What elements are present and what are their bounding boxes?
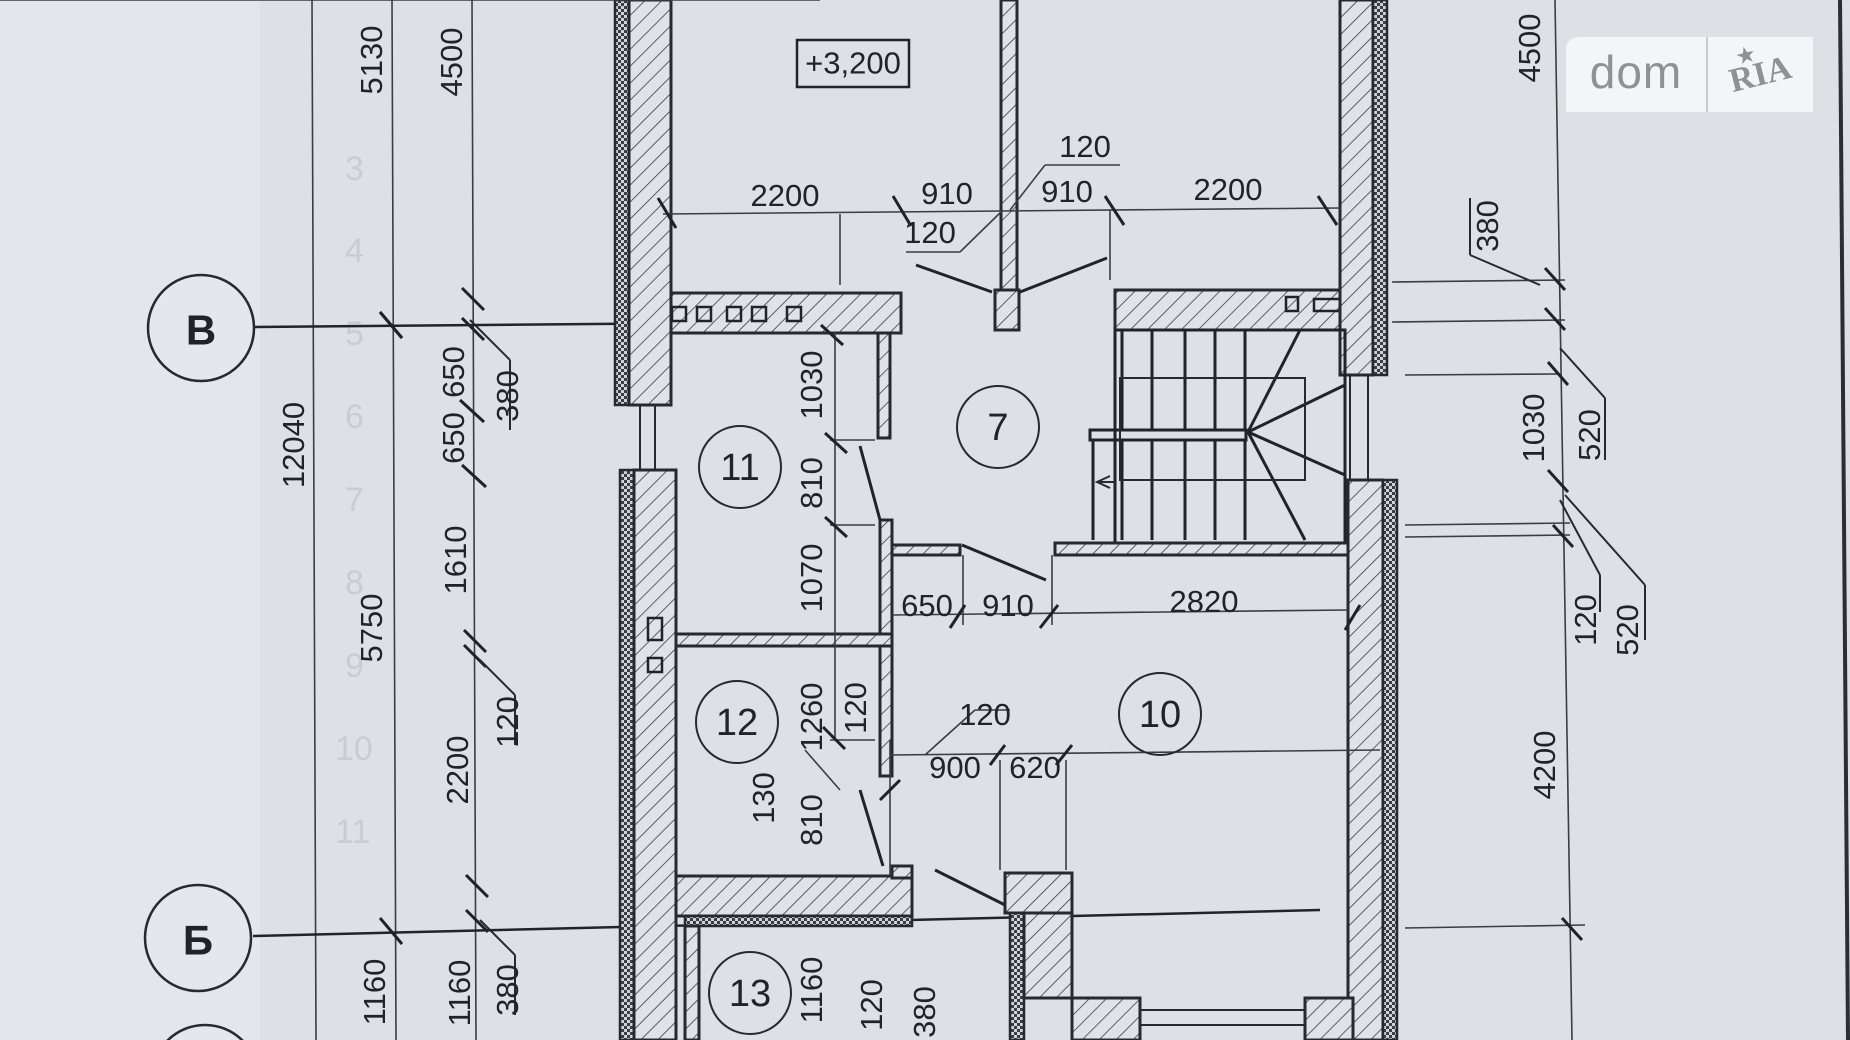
svg-text:В: В [186,307,216,354]
left-exterior-wall [613,0,678,1040]
svg-text:120: 120 [854,979,889,1031]
wall-axis-v-right [1113,288,1347,332]
svg-text:4500: 4500 [1512,14,1547,83]
svg-text:1030: 1030 [794,351,829,420]
watermark-dom-text: dom [1566,37,1708,112]
svg-text:4: 4 [345,232,364,270]
svg-text:+3,200: +3,200 [805,46,901,81]
svg-text:1160: 1160 [794,957,829,1024]
svg-text:7: 7 [987,407,1008,449]
svg-text:7: 7 [345,481,364,519]
svg-text:120: 120 [838,682,873,734]
svg-text:650: 650 [436,412,471,464]
svg-text:10: 10 [335,730,373,768]
svg-text:910: 910 [921,176,973,211]
svg-text:810: 810 [794,457,829,509]
svg-text:11: 11 [335,813,370,851]
svg-text:120: 120 [959,697,1011,732]
dimension-ticks [656,195,1362,802]
room-7: 7 [956,385,1040,469]
wall-below-stair [1053,541,1350,557]
svg-text:120: 120 [490,696,525,748]
svg-text:4200: 4200 [1527,731,1562,800]
svg-text:810: 810 [794,794,829,846]
svg-text:5130: 5130 [354,26,389,95]
dom-ria-watermark: dom ★ RIA [1566,37,1813,112]
level-mark: +3,200 [795,38,911,89]
svg-text:10: 10 [1139,694,1181,736]
svg-text:1260: 1260 [794,683,829,752]
svg-text:13: 13 [729,973,771,1015]
svg-text:520: 520 [1610,604,1645,656]
corridor-dimension-texts: 1030 810 1070 1260 120 130 810 1160 120 … [746,351,942,1038]
svg-text:11: 11 [720,447,759,489]
svg-text:12: 12 [716,702,758,744]
svg-text:4500: 4500 [434,28,469,97]
watermark-ria-logo: ★ RIA [1705,43,1816,105]
svg-text:380: 380 [1470,200,1505,252]
svg-text:2200: 2200 [440,736,475,805]
svg-text:8: 8 [345,564,364,602]
svg-text:120: 120 [1059,129,1111,164]
svg-text:Б: Б [183,917,213,964]
svg-text:1030: 1030 [1516,394,1551,463]
svg-text:120: 120 [904,215,956,250]
svg-text:650: 650 [901,588,953,623]
room-13: 13 [708,951,792,1035]
axis-marker-v: В [146,273,831,383]
ghost-table: 3 4 5 6 7 8 9 10 11 [335,150,373,851]
room-partitions [674,518,1355,1040]
svg-text:12040: 12040 [276,402,311,488]
door-swings [858,256,1108,907]
middle-dimension-texts: 650 910 2820 [901,584,1238,623]
svg-text:380: 380 [490,964,525,1016]
svg-text:2820: 2820 [1170,584,1239,619]
svg-text:9: 9 [345,647,364,685]
svg-text:380: 380 [907,986,942,1038]
svg-text:120: 120 [1568,594,1603,646]
wall-axis-v-left [669,291,903,440]
dimension-extension-lines [0,0,1381,875]
svg-text:900: 900 [929,750,981,785]
svg-text:5750: 5750 [354,594,389,663]
svg-text:1160: 1160 [442,960,477,1027]
lower-dimension-texts: 120 900 620 [929,697,1061,785]
left-dimension-texts: 5130 12040 5750 1160 4500 650 650 1610 2… [276,26,525,1027]
svg-text:2200: 2200 [1194,172,1263,207]
svg-text:1160: 1160 [357,959,392,1026]
right-exterior-wall [1338,0,1399,1040]
right-dimension-chain: 4500 380 1030 520 120 520 4200 [1391,0,1646,1040]
svg-text:5: 5 [345,315,364,353]
svg-text:1070: 1070 [794,544,829,613]
svg-text:6: 6 [345,398,364,436]
top-partition-wall [993,0,1021,332]
svg-text:380: 380 [490,370,525,422]
svg-text:3: 3 [345,150,364,188]
room-10: 10 [1118,672,1202,756]
svg-text:620: 620 [1009,750,1061,785]
svg-text:2200: 2200 [751,178,820,213]
svg-text:650: 650 [436,346,471,398]
svg-text:910: 910 [1041,174,1093,209]
room-12: 12 [695,680,779,764]
top-dimension-texts: 2200 910 120 910 120 2200 [751,129,1263,250]
svg-text:1610: 1610 [438,526,473,595]
svg-text:130: 130 [746,772,781,824]
svg-text:910: 910 [982,588,1034,623]
room-11: 11 [698,425,782,509]
axis-marker-b: Б [143,883,1321,1040]
svg-text:520: 520 [1572,409,1607,461]
